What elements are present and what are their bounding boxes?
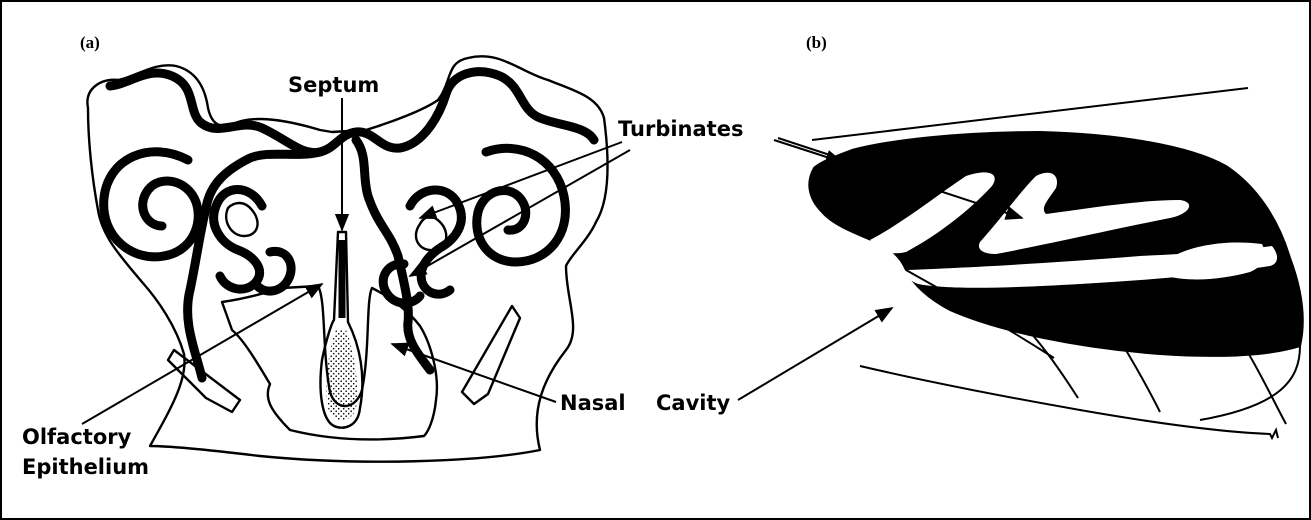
septum-stipple: [326, 330, 357, 420]
left-scroll-inner: [214, 190, 262, 290]
arrow-cavity: [738, 308, 892, 400]
arrow-nasal: [392, 344, 556, 402]
lower-line-4: [1244, 346, 1286, 424]
panel-b: (b) Cavity: [656, 33, 1303, 438]
label-septum: Septum: [288, 73, 379, 97]
label-epithelium: Epithelium: [22, 455, 149, 479]
panel-a: (a) Septum Turbinates Nasal Olfactory Ep…: [22, 33, 743, 479]
label-olfactory: Olfactory: [22, 425, 132, 449]
label-nasal: Nasal: [560, 391, 626, 415]
left-scroll-outer: [104, 152, 199, 257]
label-cavity: Cavity: [656, 391, 731, 415]
panel-a-letter: (a): [80, 33, 100, 52]
right-lateral-bone: [462, 306, 520, 404]
label-turbinates: Turbinates: [618, 117, 743, 141]
arrow-turbinates-a2: [410, 150, 630, 276]
right-scroll-outer: [477, 148, 566, 262]
arrow-olfactory: [82, 284, 322, 424]
arrow-turbinates-b2: [774, 140, 842, 162]
panel-b-letter: (b): [806, 33, 827, 52]
left-small-loop: [226, 203, 257, 236]
bottom-edge: [860, 366, 1278, 438]
